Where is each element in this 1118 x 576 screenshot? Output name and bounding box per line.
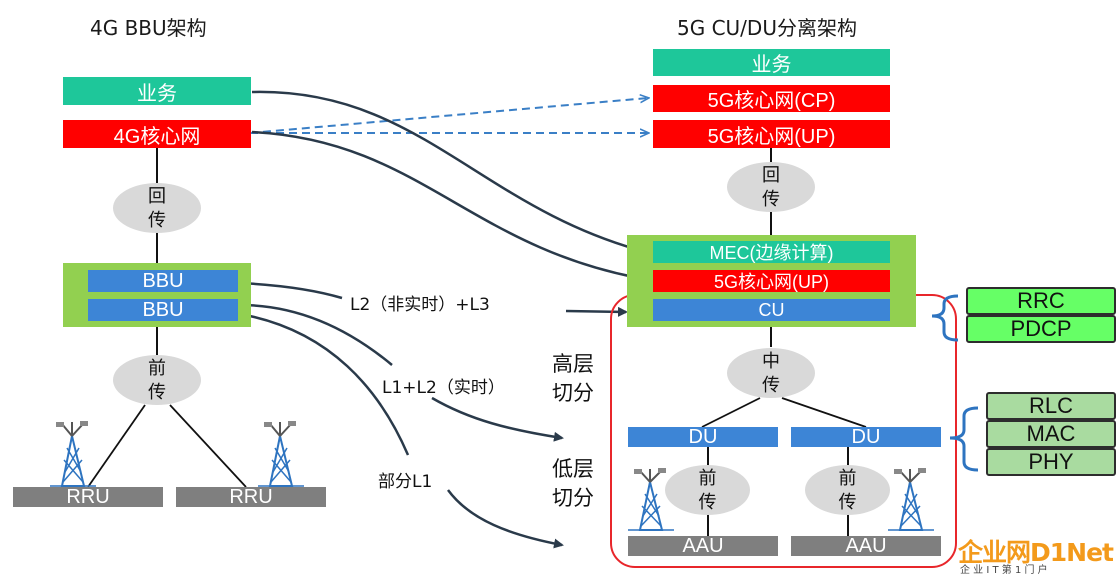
du-stack-bracket bbox=[949, 406, 979, 472]
right-5g-core-cp-box: 5G核心网(CP) bbox=[653, 85, 890, 112]
dashed-arrow-to-core-cp bbox=[249, 98, 648, 134]
antenna-tower-icon bbox=[628, 468, 674, 531]
midhaul-char-2: 传 bbox=[762, 375, 780, 395]
left-bbu-box-1: BBU bbox=[88, 270, 238, 292]
backhaul-char-1: 回 bbox=[148, 186, 166, 206]
right-du-box-2: DU bbox=[791, 426, 941, 448]
right-edge-core-up-box: 5G核心网(UP) bbox=[653, 270, 890, 292]
left-4g-core-box: 4G核心网 bbox=[63, 120, 251, 148]
curve-bbu-to-l2l3-label bbox=[239, 281, 343, 300]
fronthaul-char-1: 前 bbox=[698, 468, 717, 488]
low-split-line-2: 切分 bbox=[552, 486, 594, 510]
high-layer-split-label: 高层 切分 bbox=[552, 350, 594, 408]
fronthaul-char-1: 前 bbox=[148, 358, 166, 378]
right-mec-box: MEC(边缘计算) bbox=[653, 241, 890, 263]
right-fronthaul-ellipse-1: 前 传 bbox=[665, 465, 750, 515]
curve-bbu-to-partial-l1-label bbox=[239, 312, 410, 456]
left-rru-box-1: RRU bbox=[13, 486, 163, 508]
low-split-line-1: 低层 bbox=[552, 457, 594, 481]
low-layer-split-label: 低层 切分 bbox=[552, 455, 594, 513]
left-bbu-box-2: BBU bbox=[88, 299, 238, 321]
right-backhaul-ellipse: 回 传 bbox=[727, 162, 815, 212]
protocol-pdcp-box: PDCP bbox=[966, 315, 1116, 343]
curve-service-to-mec bbox=[251, 90, 652, 256]
right-midhaul-ellipse: 中 传 bbox=[727, 348, 815, 398]
arrow-l2l3-to-cu bbox=[565, 306, 628, 317]
left-architecture-title: 4G BBU架构 bbox=[90, 16, 207, 40]
right-midhaul-to-du-right-line bbox=[781, 397, 867, 428]
arrow-l1l2-to-high-split bbox=[431, 396, 564, 442]
protocol-rrc-box: RRC bbox=[966, 287, 1116, 315]
protocol-mac-box: MAC bbox=[986, 420, 1116, 448]
fronthaul-char-2: 传 bbox=[148, 382, 166, 402]
right-du-box-1: DU bbox=[628, 426, 778, 448]
right-midhaul-to-du-left-line bbox=[701, 397, 761, 428]
antenna-tower-icon bbox=[888, 468, 934, 531]
curve-core-to-edge-up bbox=[251, 130, 652, 284]
antenna-tower-icon bbox=[258, 421, 304, 487]
cu-stack-bracket bbox=[931, 294, 959, 342]
arrow-partial-l1-to-low-split bbox=[446, 489, 564, 549]
backhaul-char-1: 回 bbox=[762, 165, 780, 185]
curve-bbu-to-l1l2-label bbox=[239, 303, 393, 366]
fronthaul-char-2: 传 bbox=[838, 492, 857, 512]
protocol-rlc-box: RLC bbox=[986, 392, 1116, 420]
l1-l2-label: L1+L2（实时） bbox=[382, 378, 505, 398]
fronthaul-char-1: 前 bbox=[838, 468, 857, 488]
watermark-tagline: 企 业 I T 第 1 门 户 bbox=[960, 565, 1048, 576]
left-fronthaul-ellipse: 前 传 bbox=[113, 355, 201, 405]
right-aau-box-1: AAU bbox=[628, 535, 778, 557]
fronthaul-char-2: 传 bbox=[698, 492, 717, 512]
high-split-line-2: 切分 bbox=[552, 381, 594, 405]
watermark-brand: 企业网D1Net bbox=[958, 538, 1114, 567]
backhaul-char-2: 传 bbox=[148, 210, 166, 230]
left-service-box: 业务 bbox=[63, 77, 251, 105]
left-fronthaul-to-rru-left-line bbox=[87, 404, 146, 488]
backhaul-char-2: 传 bbox=[762, 189, 780, 209]
antenna-tower-icon bbox=[50, 421, 96, 487]
left-rru-box-2: RRU bbox=[176, 486, 326, 508]
right-aau-box-2: AAU bbox=[791, 535, 941, 557]
l2-l3-label: L2（非实时）+L3 bbox=[350, 295, 490, 315]
right-5g-core-up-box: 5G核心网(UP) bbox=[653, 120, 890, 148]
left-backhaul-ellipse: 回 传 bbox=[113, 183, 201, 233]
partial-l1-label: 部分L1 bbox=[378, 472, 433, 492]
protocol-phy-box: PHY bbox=[986, 448, 1116, 476]
right-cu-box: CU bbox=[653, 299, 890, 321]
midhaul-char-1: 中 bbox=[762, 351, 780, 371]
right-architecture-title: 5G CU/DU分离架构 bbox=[677, 16, 857, 40]
right-fronthaul-ellipse-2: 前 传 bbox=[805, 465, 890, 515]
left-fronthaul-to-rru-right-line bbox=[169, 404, 247, 488]
high-split-line-1: 高层 bbox=[552, 352, 594, 376]
right-service-box: 业务 bbox=[653, 49, 890, 76]
